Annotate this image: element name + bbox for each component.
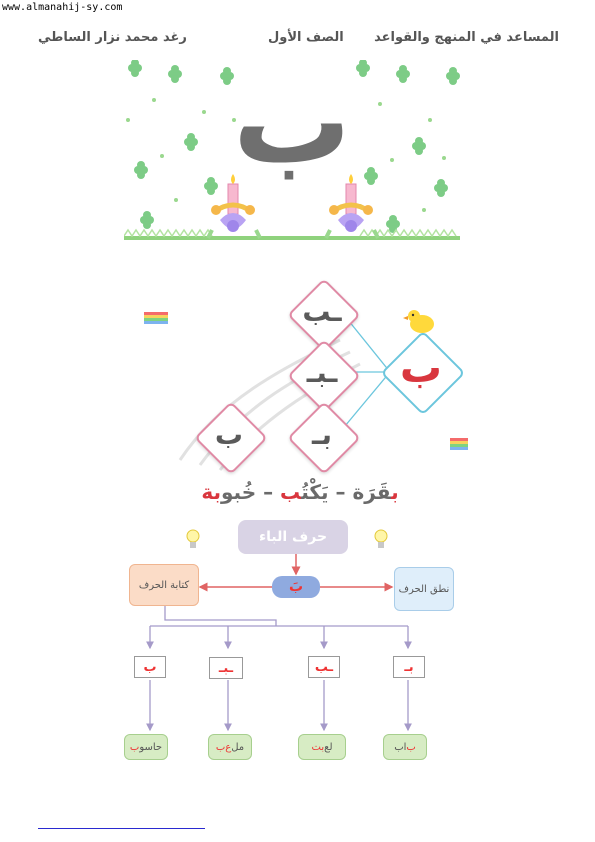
form-middle-label: ـبـ <box>306 356 338 389</box>
rainbow-left-icon <box>144 312 168 324</box>
author-name: رغد محمد نزار الساطي <box>38 30 187 45</box>
word1-rest: قَرَة <box>352 480 392 504</box>
book-title: المساعد في المنهج والقواعد <box>374 30 559 45</box>
word-1-pre: حاسو <box>139 741 163 753</box>
lightbulb-left-icon <box>186 529 200 548</box>
letter-node: بَ <box>272 576 320 598</box>
chick-icon <box>403 310 434 333</box>
site-url: www.almanahij-sy.com <box>2 2 123 13</box>
word-1-letter: ب <box>129 741 140 753</box>
word-4-post: اب <box>394 741 407 753</box>
form-box-start: بـ <box>393 656 425 678</box>
candle-right-icon <box>324 174 380 239</box>
word-3-letter: بت <box>311 741 325 753</box>
form-main-label: ب <box>399 343 443 392</box>
form-box-end: ب <box>134 656 166 678</box>
form-box-middle: ـبـ <box>209 657 243 679</box>
clover-background <box>124 60 460 240</box>
mindmap-title: حرف الباء <box>238 520 348 554</box>
rainbow-right-icon <box>450 438 468 450</box>
grade-label: الصف الأول <box>268 30 344 45</box>
word-2-letter: ع <box>225 741 232 753</box>
word2-pre: يَكْتُ <box>301 480 329 504</box>
form-box-final: ـب <box>308 656 340 678</box>
pronunciation-node: نطق الحرف <box>394 567 454 611</box>
big-letter: ب <box>232 52 352 190</box>
word2-letter: ب <box>280 480 302 504</box>
footnote-separator <box>38 828 205 829</box>
writing-node: كتابة الحرف <box>129 564 199 606</box>
word1-letter: ب <box>391 480 399 504</box>
form-bottom-right-label: بـ <box>311 418 333 451</box>
separator-2: – <box>256 480 281 504</box>
word-2-pre: مل <box>231 741 245 753</box>
word3-letter: بة <box>201 480 221 504</box>
letter-illustration <box>124 60 460 248</box>
candle-left-icon <box>206 174 262 239</box>
separator-1: – <box>328 480 353 504</box>
form-bottom-left-label: ب <box>214 418 244 451</box>
word-4-letter: ب <box>406 741 416 753</box>
word-3-pre: لع <box>324 741 333 753</box>
word-2-post: ب <box>215 741 226 753</box>
form-top-label: ـب <box>302 295 342 328</box>
example-words: بقَرَة – يَكْتُب – خُبوبة <box>200 480 400 504</box>
lightbulb-right-icon <box>374 529 388 548</box>
word3-pre: خُبو <box>220 480 257 504</box>
